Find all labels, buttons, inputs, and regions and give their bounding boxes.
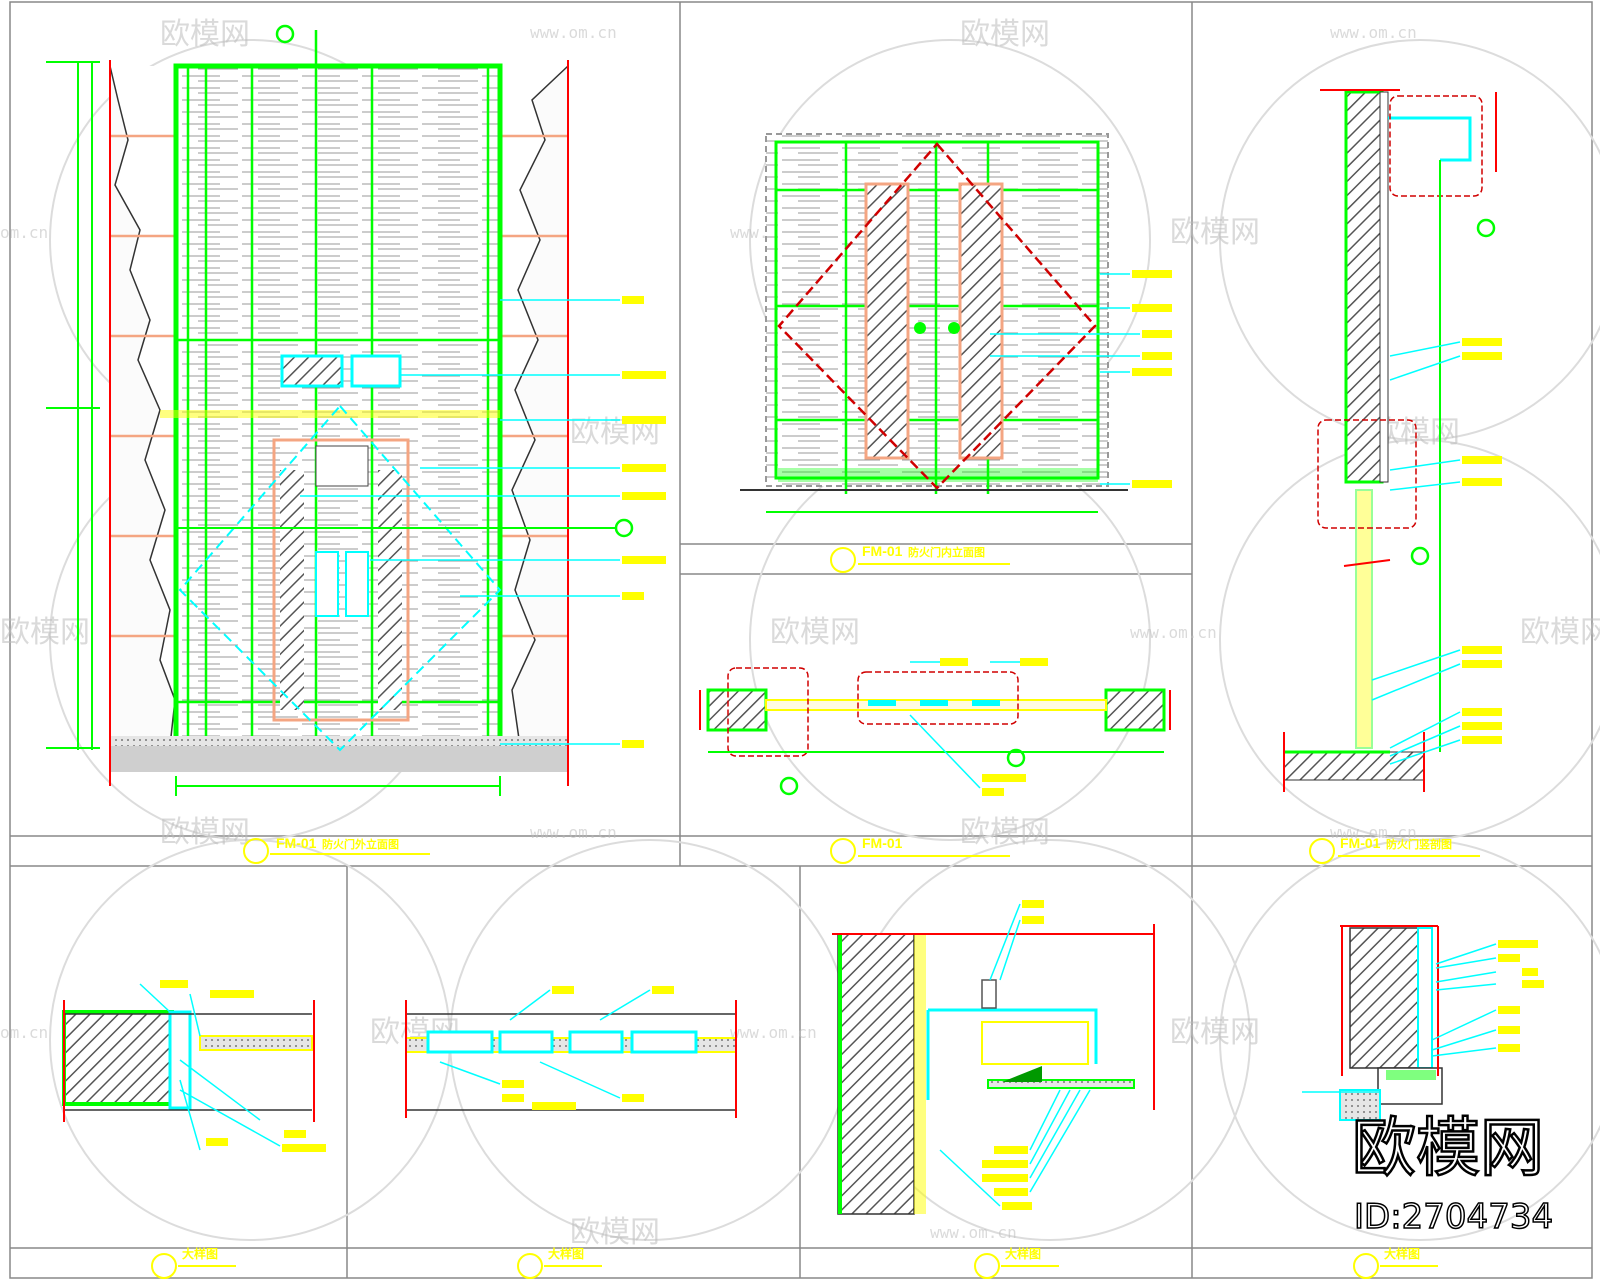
watermark-text: 欧模网 — [960, 17, 1050, 52]
drawing-name: 防火门竖剖图 — [1386, 837, 1452, 851]
plan-section — [699, 658, 1171, 796]
watermark-text: 欧模网 — [960, 815, 1050, 850]
title-detail-d: 大样图 — [1353, 1246, 1438, 1279]
detail-b — [405, 986, 737, 1118]
watermark-url: www.om.cn — [1130, 623, 1217, 642]
drawing-name: 大样图 — [1005, 1246, 1041, 1261]
drawing-name: 大样图 — [1384, 1246, 1420, 1261]
drawing-name: 大样图 — [182, 1246, 218, 1261]
watermark-text: 欧模网 — [570, 1215, 660, 1250]
title-detail-c: 大样图 — [974, 1246, 1059, 1279]
title-detail-b: 大样图 — [517, 1246, 602, 1279]
drawing-name: 防火门外立面图 — [322, 837, 399, 851]
watermark-text: 欧模网 — [160, 815, 250, 850]
brand-logo: 欧模网 ID:2704734 — [1351, 1111, 1554, 1238]
drawing-code: FM-01 — [862, 543, 903, 559]
drawing-name: 大样图 — [548, 1246, 584, 1261]
watermark-text: 欧模网 — [1170, 215, 1260, 250]
elevation-outer — [46, 24, 666, 796]
title-elevation-outer: FM-01 防火门外立面图 — [243, 835, 430, 864]
watermark-text: 欧模网 — [770, 615, 860, 650]
brand-logo-text: 欧模网 — [1352, 1112, 1544, 1186]
drawing-code: FM-01 — [276, 835, 317, 851]
title-detail-a: 大样图 — [151, 1246, 236, 1279]
elevation-inner — [740, 133, 1172, 513]
drawing-code: FM-01 — [1340, 835, 1381, 851]
watermark-url: www.om.cn — [530, 823, 617, 842]
drawing-code: FM-01 — [862, 835, 903, 851]
watermark-text: 欧模网 — [0, 615, 90, 650]
watermark-url: www.om.cn — [730, 1023, 817, 1042]
detail-a — [62, 980, 326, 1152]
watermark-url: om.cn — [0, 223, 48, 242]
sheet-frame — [9, 1, 1593, 1279]
title-section: FM-01 防火门竖剖图 — [1309, 835, 1480, 864]
watermark-url: om.cn — [0, 1023, 48, 1042]
title-plan: FM-01 — [830, 835, 1010, 864]
brand-id: ID:2704734 — [1354, 1197, 1553, 1237]
watermark-url: www.om.cn — [1330, 23, 1417, 42]
title-elevation-inner: FM-01 防火门内立面图 — [830, 543, 1010, 573]
vertical-section — [1283, 89, 1502, 792]
watermark-url: www.om.cn — [530, 23, 617, 42]
watermark-url: www.om.cn — [1330, 823, 1417, 842]
drawing-name: 防火门内立面图 — [908, 545, 985, 559]
watermark-text: 欧模网 — [1170, 1015, 1260, 1050]
watermark-text: 欧模网 — [1520, 615, 1600, 650]
detail-c — [832, 900, 1155, 1215]
watermark-text: 欧模网 — [160, 17, 250, 52]
detail-d — [1302, 925, 1544, 1121]
watermark-url: www.om.cn — [930, 1223, 1017, 1242]
